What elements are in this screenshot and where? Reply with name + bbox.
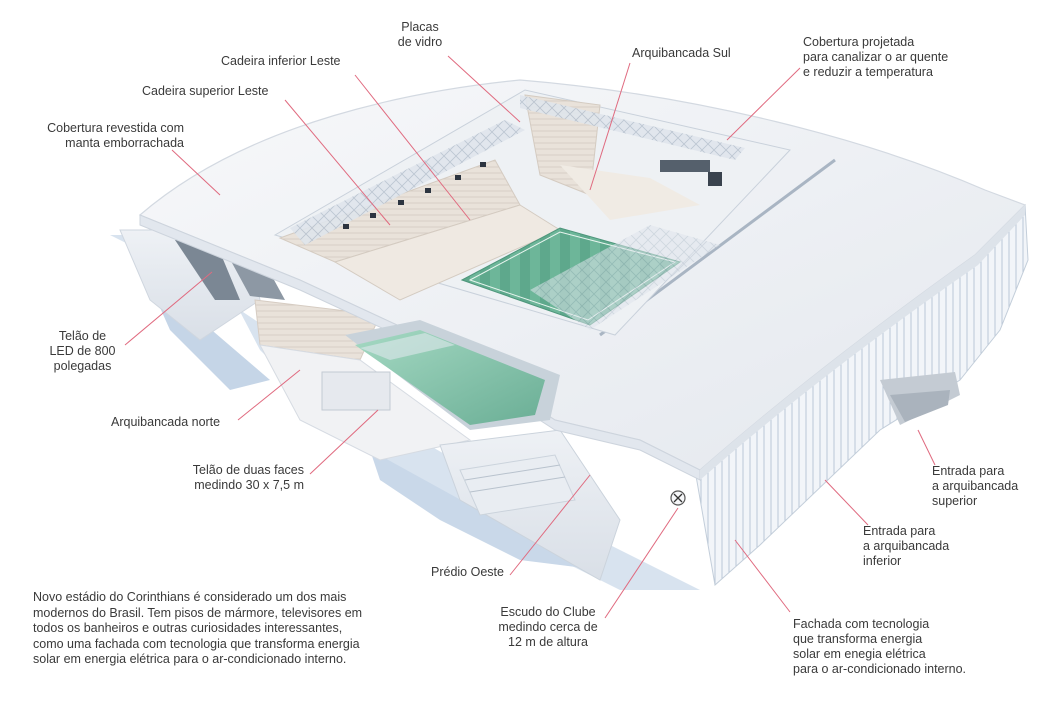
leader-arquibancada-norte	[237, 369, 301, 421]
description-paragraph: Novo estádio do Corinthians é considerad…	[33, 590, 363, 666]
leader-cobertura-projetada	[726, 67, 801, 141]
label-cadeira-inferior-leste: Cadeira inferior Leste	[221, 54, 341, 68]
label-cobertura-revestida: Cobertura revestida com manta emborracha…	[47, 121, 184, 150]
leader-escudo	[604, 507, 679, 619]
leader-entrada-inferior	[824, 479, 869, 526]
label-telao-led: Telão de LED de 800 polegadas	[49, 329, 116, 373]
west-opening	[345, 320, 560, 430]
label-entrada-inferior: Entrada para a arquibancada inferior	[863, 524, 950, 568]
leader-telao-led	[124, 271, 213, 346]
leader-predio-oeste	[509, 474, 591, 576]
east-facade	[694, 204, 1029, 586]
label-arquibancada-sul: Arquibancada Sul	[632, 46, 731, 60]
leader-arquibancada-sul	[589, 62, 631, 191]
leader-entrada-superior	[917, 429, 936, 466]
north-stand	[254, 299, 472, 461]
leader-telao-duas-faces	[309, 409, 379, 475]
club-crest-icon	[670, 490, 686, 506]
label-placas-vidro: Placas de vidro	[397, 20, 443, 49]
west-building	[439, 429, 621, 581]
leader-lines	[124, 55, 936, 619]
label-cobertura-projetada: Cobertura projetada para canalizar o ar …	[803, 35, 949, 79]
label-escudo-clube: Escudo do Clube medindo cerca de 12 m de…	[498, 605, 598, 649]
leader-placas-vidro	[447, 55, 521, 123]
leader-cadeira-inferior	[354, 74, 471, 221]
label-arquibancada-norte: Arquibancada norte	[111, 415, 221, 429]
leader-cadeira-superior	[284, 99, 391, 226]
label-entrada-superior: Entrada para a arquibancada superior	[932, 464, 1019, 508]
leader-cobertura-revestida	[171, 149, 221, 196]
label-predio-oeste: Prédio Oeste	[431, 565, 504, 579]
bowl-opening	[273, 89, 791, 336]
label-cadeira-superior-leste: Cadeira superior Leste	[142, 84, 269, 98]
leader-fachada	[734, 539, 791, 613]
label-telao-duas-faces: Telão de duas faces medindo 30 x 7,5 m	[192, 463, 304, 492]
label-fachada: Fachada com tecnologia que transforma en…	[793, 617, 967, 676]
